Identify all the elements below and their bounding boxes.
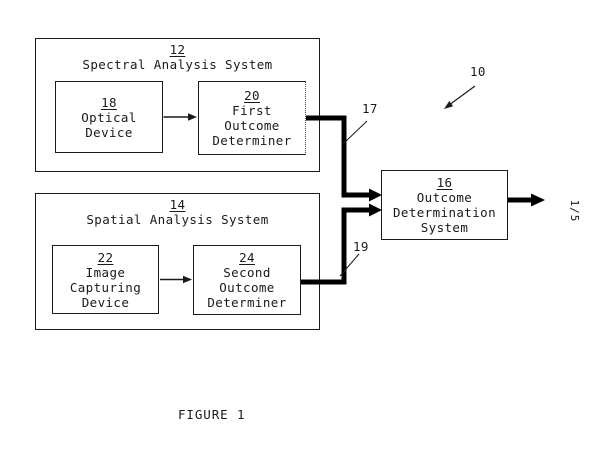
optical-device-label-line2: Device	[85, 124, 133, 140]
figure-caption: FIGURE 1	[178, 407, 246, 422]
arrow-16-output	[508, 193, 545, 207]
optical-device-box: 18 Optical Device	[55, 81, 163, 153]
image-capturing-device-label-line1: Image	[85, 264, 126, 280]
ref-label-10: 10	[470, 64, 486, 79]
spectral-analysis-system-label: Spectral Analysis System	[82, 57, 273, 72]
first-outcome-determiner-box: 20 First Outcome Determiner	[198, 81, 306, 155]
ref-label-16: 16	[436, 175, 453, 190]
outcome-determination-system-label-line3: System	[420, 220, 469, 235]
ref-label-18: 18	[101, 94, 117, 110]
outcome-determination-system-label-line1: Outcome	[416, 190, 473, 205]
second-outcome-determiner-label-line2: Outcome	[219, 280, 275, 295]
ref-label-17: 17	[362, 101, 378, 116]
ref-label-12: 12	[169, 42, 186, 57]
arrow-10-pointer	[444, 85, 476, 109]
second-outcome-determiner-box: 24 Second Outcome Determiner	[193, 245, 301, 315]
sheet-number: 1/5	[568, 199, 581, 223]
ref-label-22: 22	[97, 249, 114, 265]
optical-device-label-line1: Optical	[81, 109, 137, 125]
leader-line-19	[339, 253, 360, 277]
ref-label-19: 19	[353, 239, 369, 254]
second-outcome-determiner-label-line1: Second	[223, 265, 271, 280]
ref-label-20: 20	[244, 88, 260, 103]
outcome-determination-system-label-line2: Determination	[392, 205, 497, 220]
spatial-analysis-system-title: 14 Spatial Analysis System	[36, 197, 319, 227]
second-outcome-determiner-label-line3: Determiner	[207, 295, 287, 310]
ref-label-24: 24	[239, 250, 255, 265]
first-outcome-determiner-label-line3: Determiner	[212, 133, 292, 148]
spatial-analysis-system-label: Spatial Analysis System	[86, 212, 269, 227]
spectral-analysis-system-title: 12 Spectral Analysis System	[36, 42, 319, 72]
first-outcome-determiner-label-line1: First	[232, 103, 272, 118]
image-capturing-device-label-line2: Capturing	[69, 279, 142, 295]
image-capturing-device-label-line3: Device	[81, 294, 130, 310]
spectral-analysis-system-box: 12 Spectral Analysis System	[35, 38, 320, 172]
outcome-determination-system-box: 16 Outcome Determination System	[381, 170, 508, 240]
image-capturing-device-box: 22 Image Capturing Device	[52, 245, 159, 314]
leader-line-17	[342, 120, 368, 145]
first-outcome-determiner-label-line2: Outcome	[224, 118, 280, 133]
ref-label-14: 14	[169, 197, 186, 212]
